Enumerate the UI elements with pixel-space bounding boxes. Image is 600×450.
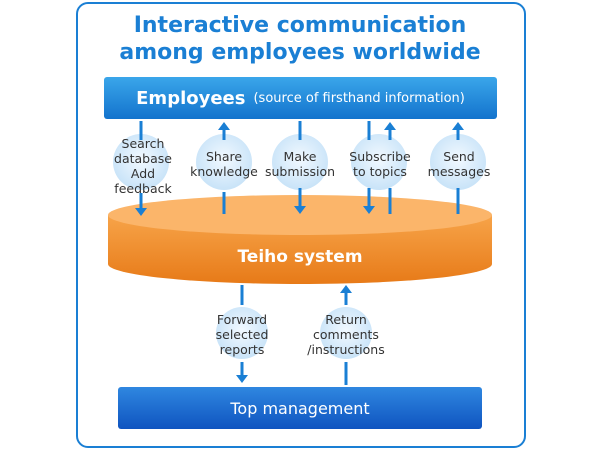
share-arrow-up <box>218 122 230 214</box>
lower-bubbles <box>216 307 372 359</box>
forward-reports-label: Forward selected reports <box>216 312 269 357</box>
label-line: Send <box>443 149 475 164</box>
employees-label: Employees <box>136 87 246 109</box>
employees-sublabel: (source of firsthand information) <box>253 90 465 106</box>
label-line: Return <box>325 312 367 327</box>
label-line: Add <box>130 166 156 181</box>
label-line: to topics <box>353 164 407 179</box>
subscribe-topics-label: Subscribe to topics <box>349 149 410 179</box>
employees-box: Employees (source of firsthand informati… <box>104 77 497 119</box>
return-comments-label: Return comments /instructions <box>307 312 384 357</box>
teiho-system-label: Teiho system <box>237 247 363 267</box>
diagram-title-line2: among employees worldwide <box>119 40 481 65</box>
subscribe-arrow-up <box>384 122 396 214</box>
label-line: Forward <box>216 312 268 327</box>
label-line: selected <box>215 327 269 342</box>
label-line: comments <box>313 327 379 342</box>
label-line: /instructions <box>307 342 385 357</box>
send-messages-label: Send messages <box>428 149 491 179</box>
label-line: database <box>114 151 172 166</box>
top-management-box: Top management <box>118 387 482 429</box>
subscribe-arrow-down <box>363 121 375 214</box>
submission-arrow-down <box>294 121 306 214</box>
make-submission-label: Make submission <box>265 149 335 179</box>
search-database-label: Search database Add feedback <box>114 136 172 196</box>
label-line: submission <box>264 164 336 179</box>
messages-arrow-up <box>452 122 464 214</box>
label-line: Search <box>121 136 165 151</box>
action-bubbles <box>113 134 486 190</box>
teiho-system-cylinder <box>108 195 492 284</box>
diagram-title-line1: Interactive communication <box>133 13 467 38</box>
label-line: Make <box>283 149 317 164</box>
share-knowledge-label: Share knowledge <box>190 149 258 179</box>
label-line: knowledge <box>190 164 258 179</box>
label-line: messages <box>427 164 491 179</box>
label-line: feedback <box>114 181 172 196</box>
return-arrow-up <box>340 285 352 385</box>
search-arrow-down <box>135 121 147 216</box>
top-management-label: Top management <box>230 398 370 418</box>
forward-arrow-down <box>236 285 248 383</box>
label-line: reports <box>219 342 265 357</box>
label-line: Subscribe <box>349 149 411 164</box>
label-line: Share <box>205 149 243 164</box>
